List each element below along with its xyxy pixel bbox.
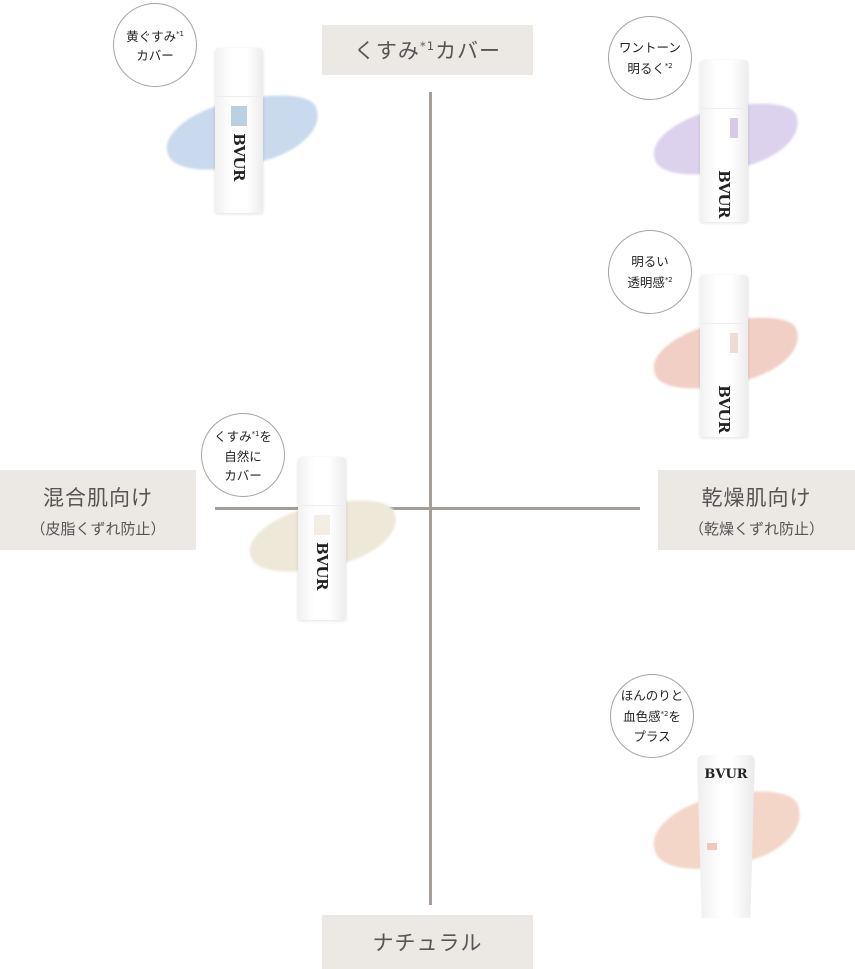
bubble-text: を [259, 429, 272, 445]
axis-right-sub: （乾燥くずれ防止） [688, 519, 824, 538]
axis-bottom-text: ナチュラル [372, 931, 483, 955]
bubble-text: 自然に [224, 448, 262, 464]
brand-logo: BVUR [313, 542, 331, 590]
axis-label-left: 混合肌向け （皮脂くずれ防止） [0, 470, 196, 550]
product-bottle: BVUR [700, 275, 748, 437]
axis-label-right: 乾燥肌向け （乾燥くずれ防止） [658, 470, 855, 550]
bubble-text: カバー [224, 467, 262, 483]
bubble-text: プラス [633, 728, 671, 744]
product-bubble: 黄ぐすみ*1 カバー [113, 3, 197, 87]
footnote-mark: *2 [664, 61, 673, 70]
bubble-text: 黄ぐすみ [126, 29, 177, 45]
bubble-text: ほんのりと [620, 688, 684, 704]
product-bubble: ほんのりと 血色感*2を プラス [610, 674, 694, 758]
vertical-axis [429, 92, 432, 905]
axis-label-top: くすみ*1カバー [322, 25, 533, 75]
brand-logo: BVUR [715, 170, 733, 218]
bubble-text: を [668, 709, 681, 725]
bubble-text: 明るい [631, 253, 669, 269]
product-bubble: 明るい 透明感*2 [608, 230, 692, 314]
product-bottle: BVUR [215, 48, 263, 213]
product-bubble: ワントーン 明るく*2 [608, 16, 692, 100]
footnote-mark: *2 [660, 710, 669, 719]
product-bottle: BVUR [700, 60, 748, 222]
product-bubble: くすみ*1を 自然に カバー [201, 413, 285, 497]
bubble-text: 明るく [627, 61, 665, 77]
brand-logo: BVUR [230, 133, 248, 181]
bubble-text: ワントーン [619, 39, 681, 55]
footnote-mark: *1 [251, 430, 260, 439]
axis-left-text: 混合肌向け [43, 485, 153, 510]
bubble-text: 透明感 [627, 275, 665, 291]
axis-left-sub: （皮脂くずれ防止） [30, 519, 166, 538]
product-tube: BVUR [697, 755, 755, 918]
product-bottle: BVUR [298, 457, 346, 620]
brand-logo: BVUR [704, 767, 748, 782]
footnote-mark: *1 [419, 39, 436, 53]
axis-top-text-2: カバー [435, 39, 502, 63]
bubble-text: くすみ [214, 429, 252, 445]
bubble-text: カバー [136, 48, 174, 64]
axis-right-text: 乾燥肌向け [701, 485, 812, 510]
axis-label-bottom: ナチュラル [322, 915, 533, 969]
axis-top-text: くすみ [353, 39, 420, 63]
horizontal-axis [215, 507, 640, 510]
bubble-text: 血色感 [623, 709, 661, 725]
brand-logo: BVUR [715, 385, 733, 433]
footnote-mark: *2 [664, 275, 673, 284]
footnote-mark: *1 [176, 29, 184, 38]
